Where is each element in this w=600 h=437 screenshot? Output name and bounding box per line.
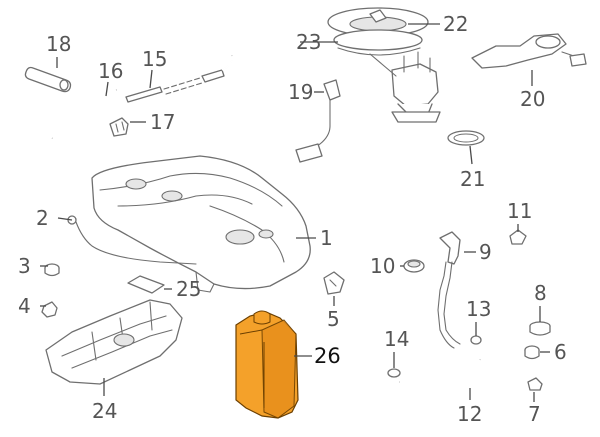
part-15-fuel-line[interactable] (125, 55, 234, 103)
part-3-grommet[interactable] (44, 263, 60, 277)
callout-2[interactable]: 2 (36, 206, 49, 230)
part-19-sending-unit[interactable] (295, 79, 341, 163)
part-10-cap[interactable] (403, 259, 425, 273)
part-12-hose[interactable] (399, 359, 482, 386)
part-14-clamp[interactable] (387, 368, 401, 378)
callout-15[interactable]: 15 (142, 47, 167, 71)
part-16-tube[interactable] (44, 88, 117, 139)
callout-8[interactable]: 8 (534, 281, 547, 305)
part-4-nut[interactable] (41, 301, 58, 318)
part-20-pump-bracket[interactable] (471, 33, 587, 69)
part-26-canister[interactable] (235, 310, 299, 419)
callout-4[interactable]: 4 (18, 294, 31, 318)
callout-19[interactable]: 19 (288, 80, 313, 104)
part-6-bushing[interactable] (524, 345, 540, 360)
callout-17[interactable]: 17 (150, 110, 175, 134)
callout-23[interactable]: 23 (296, 30, 321, 54)
part-13-clamp[interactable] (470, 335, 482, 345)
part-11-grommet[interactable] (509, 229, 527, 245)
callout-11[interactable]: 11 (507, 199, 532, 223)
callout-3[interactable]: 3 (18, 254, 31, 278)
part-9-filler-neck[interactable] (437, 231, 461, 349)
callout-14[interactable]: 14 (384, 327, 409, 351)
callout-13[interactable]: 13 (466, 297, 491, 321)
part-1-fuel-tank[interactable] (91, 155, 311, 293)
callout-18[interactable]: 18 (46, 32, 71, 56)
callout-24[interactable]: 24 (92, 399, 117, 423)
callout-9[interactable]: 9 (479, 240, 492, 264)
leader-lines (40, 23, 550, 402)
callout-21[interactable]: 21 (460, 167, 485, 191)
part-17-clip[interactable] (109, 117, 129, 137)
callout-26[interactable]: 26 (314, 344, 341, 368)
callout-7[interactable]: 7 (528, 402, 541, 426)
part-21-o-ring[interactable] (447, 130, 485, 146)
part-pump-module[interactable] (369, 51, 441, 123)
callout-25[interactable]: 25 (176, 277, 201, 301)
callout-1[interactable]: 1 (320, 226, 333, 250)
part-8-bushing[interactable] (529, 321, 551, 336)
callout-labels: 18 16 15 17 1 2 3 4 25 24 5 26 23 22 19 … (18, 12, 567, 426)
part-25-pad[interactable] (127, 275, 165, 294)
callout-5[interactable]: 5 (327, 307, 340, 331)
callout-12[interactable]: 12 (457, 402, 482, 426)
part-7-bolt[interactable] (527, 377, 543, 391)
callout-20[interactable]: 20 (520, 87, 545, 111)
callout-6[interactable]: 6 (554, 340, 567, 364)
part-22-23-lock-ring[interactable] (327, 7, 429, 56)
callout-22[interactable]: 22 (443, 12, 468, 36)
part-18-hose[interactable] (24, 66, 72, 93)
callout-16[interactable]: 16 (98, 59, 123, 83)
part-24-heat-shield[interactable] (45, 299, 183, 385)
part-5-bracket[interactable] (323, 271, 345, 295)
callout-10[interactable]: 10 (370, 254, 395, 278)
